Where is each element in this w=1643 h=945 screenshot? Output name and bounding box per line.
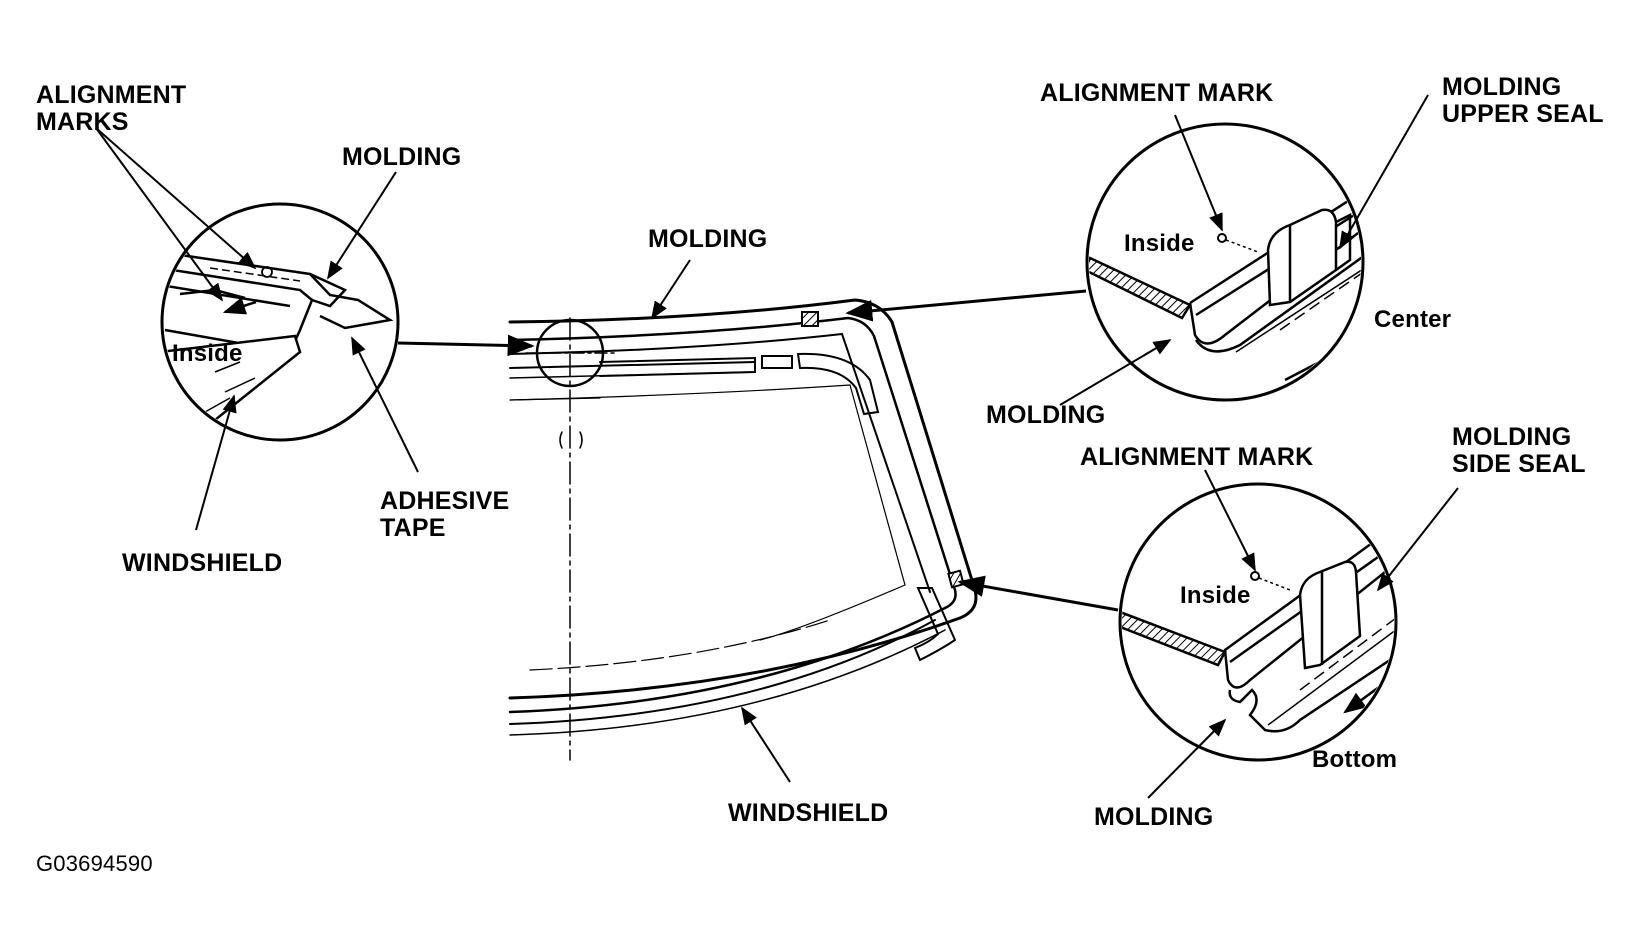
label-upper-inside: Inside bbox=[1124, 230, 1195, 257]
label-adhesive-tape: ADHESIVE TAPE bbox=[380, 487, 510, 542]
upper-seal-detail-circle bbox=[1085, 122, 1365, 402]
label-upper-molding: MOLDING bbox=[986, 401, 1106, 429]
label-side-bottom: Bottom bbox=[1312, 746, 1398, 773]
left-detail-circle bbox=[160, 202, 400, 442]
lower-right-detail bbox=[957, 469, 1459, 799]
side-seal-detail-circle bbox=[1118, 482, 1398, 762]
label-side-inside: Inside bbox=[1180, 582, 1251, 609]
molding-top-edge bbox=[508, 298, 894, 324]
label-center-windshield: WINDSHIELD bbox=[728, 799, 889, 827]
label-center-molding: MOLDING bbox=[648, 225, 768, 253]
label-upper-center: Center bbox=[1374, 306, 1452, 333]
label-upper-alignment-mark: ALIGNMENT MARK bbox=[1040, 79, 1274, 107]
molding-right-edge bbox=[890, 320, 978, 620]
label-side-alignment-mark: ALIGNMENT MARK bbox=[1080, 443, 1314, 471]
upper-right-detail bbox=[845, 94, 1429, 406]
molding-bottom-edge bbox=[508, 616, 962, 700]
label-molding-upper-seal: MOLDING UPPER SEAL bbox=[1442, 73, 1604, 128]
figure-code: G03694590 bbox=[36, 851, 153, 876]
label-left-molding: MOLDING bbox=[342, 143, 462, 171]
windshield-outline bbox=[508, 298, 978, 761]
label-side-molding: MOLDING bbox=[1094, 803, 1214, 831]
label-left-inside: Inside bbox=[172, 340, 243, 367]
label-left-alignment-marks: ALIGNMENT MARKS bbox=[36, 81, 187, 136]
label-left-windshield: WINDSHIELD bbox=[122, 549, 283, 577]
label-molding-side-seal: MOLDING SIDE SEAL bbox=[1452, 423, 1586, 478]
